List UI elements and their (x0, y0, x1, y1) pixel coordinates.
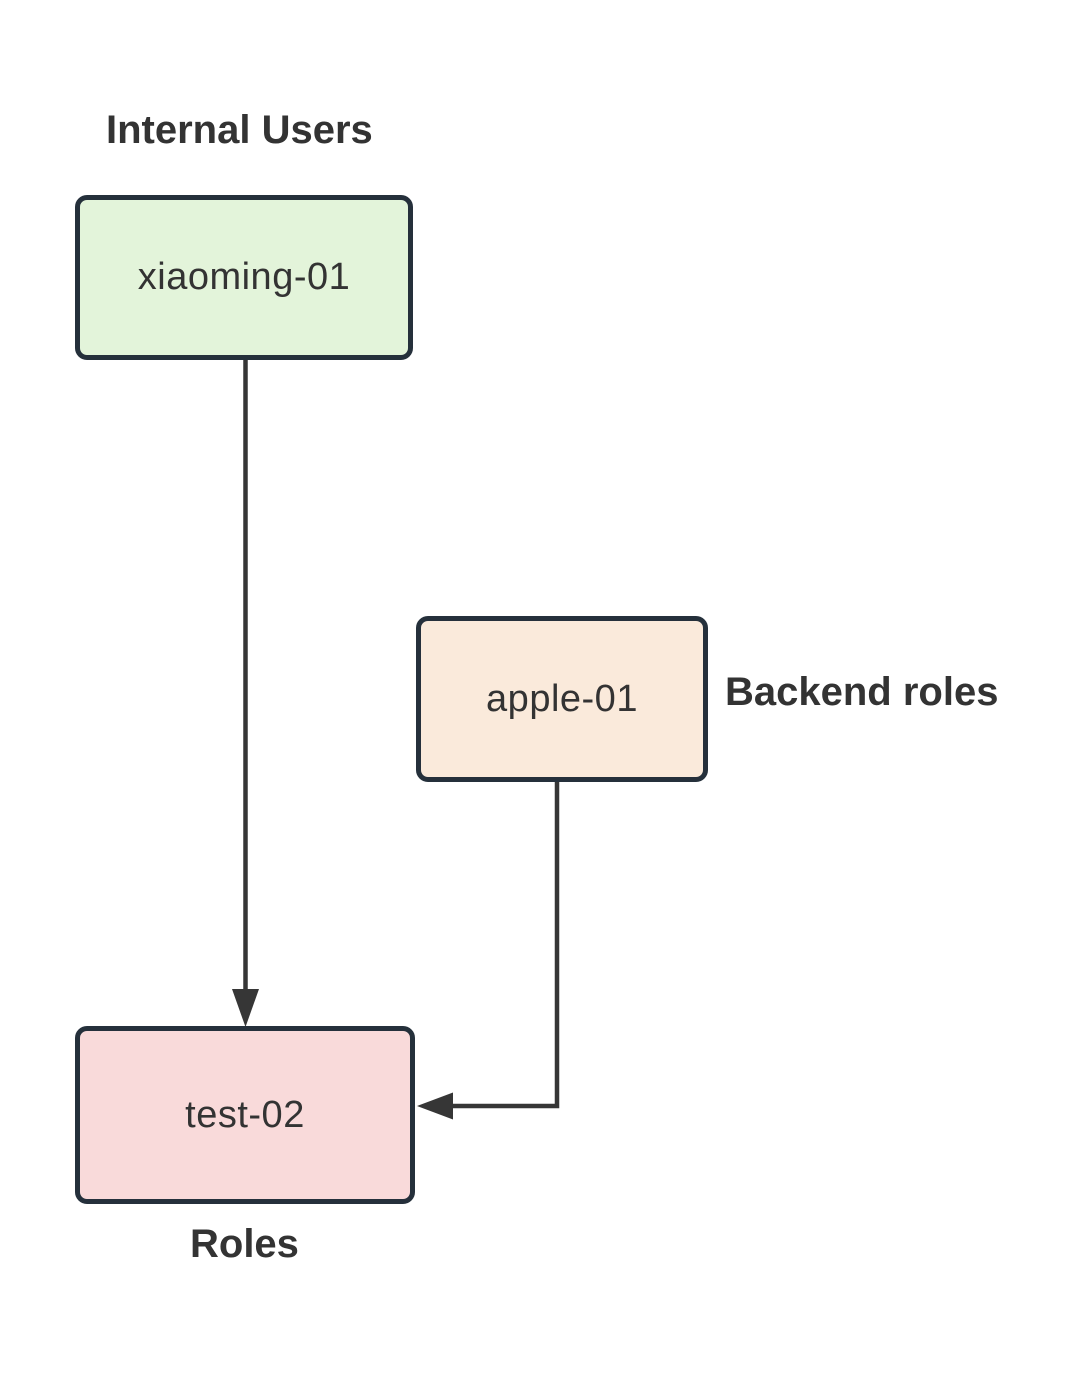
node-test-02: test-02 (75, 1026, 415, 1204)
node-xiaoming-01: xiaoming-01 (75, 195, 413, 360)
arrowhead-down-icon (232, 989, 259, 1027)
arrowhead-left-icon (417, 1092, 453, 1120)
node-label: xiaoming-01 (137, 256, 351, 298)
node-apple-01: apple-01 (416, 616, 708, 782)
group-label-internal-users: Internal Users (106, 108, 373, 152)
arrow-xiaoming-to-test (232, 360, 259, 1027)
arrow-line (452, 782, 560, 1109)
group-label-backend-roles: Backend roles (725, 670, 999, 714)
arrow-apple-to-test (417, 782, 560, 1120)
group-label-roles: Roles (190, 1222, 299, 1266)
node-label: apple-01 (486, 677, 638, 720)
node-label: test-02 (185, 1093, 305, 1136)
